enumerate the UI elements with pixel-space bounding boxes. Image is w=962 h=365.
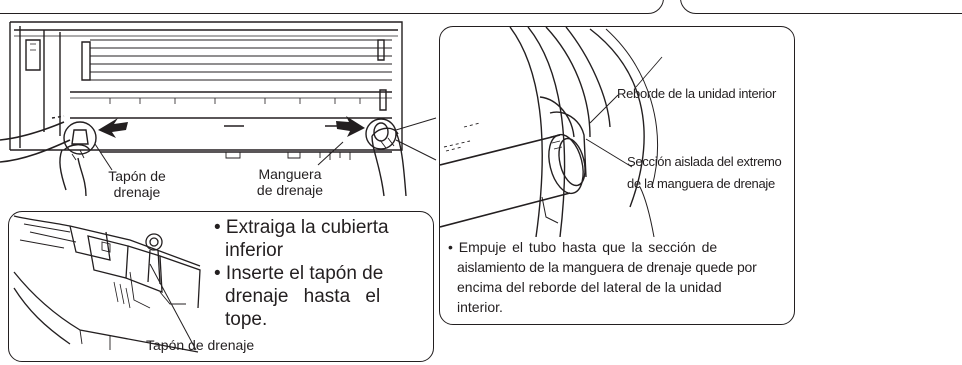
- insulated-section-line2: de la manguera de drenaje: [627, 176, 775, 191]
- hose-detail-illustration: [440, 27, 663, 237]
- drain-plug-label-line1: Tapón de: [108, 168, 166, 184]
- hose-detail-panel: [439, 26, 795, 325]
- bullet-1-line1: • Extraiga la cubierta: [214, 217, 389, 238]
- hose-instruction-line2: aislamiento de la manguera de drenaje qu…: [457, 259, 757, 275]
- indoor-unit-illustration: [0, 21, 437, 197]
- bullet-2-line2: drenaje hasta el: [225, 286, 381, 307]
- indoor-unit-edge-label: Reborde de la unidad interior: [617, 86, 776, 101]
- drain-plug-label-bottom: Tapón de drenaje: [146, 337, 255, 353]
- hose-instruction: • Empuje el tubo hasta que la sección de…: [448, 237, 788, 317]
- drain-plug-detail-illustration: [13, 215, 201, 353]
- bullet-2-line1: • Inserte el tapón de: [214, 263, 384, 284]
- drain-plug-label-line2: drenaje: [113, 184, 161, 200]
- drain-hose-label: Manguera de drenaje: [244, 166, 336, 198]
- hose-instruction-line3: encima del reborde del lateral de la uni…: [457, 279, 722, 295]
- drain-hose-label-line2: de drenaje: [256, 182, 324, 198]
- hose-instruction-line4: interior.: [457, 299, 503, 315]
- top-right-frame: [680, 0, 962, 14]
- insulated-section-line1: Sección aislada del extremo: [627, 154, 782, 169]
- bullet-2-line3: tope.: [225, 309, 268, 330]
- drain-plug-label-top: Tapón de drenaje: [92, 168, 182, 200]
- insulated-section-label: Sección aislada del extremo de la mangue…: [627, 154, 782, 192]
- bullet-1-line2: inferior: [225, 240, 284, 261]
- hose-instruction-line1: • Empuje el tubo hasta que la sección de: [448, 239, 718, 255]
- drain-hose-label-line1: Manguera: [258, 166, 322, 182]
- drain-plug-instructions: • Extraiga la cubierta inferior • Insert…: [214, 216, 428, 331]
- drain-plug-detail-panel: [8, 211, 434, 362]
